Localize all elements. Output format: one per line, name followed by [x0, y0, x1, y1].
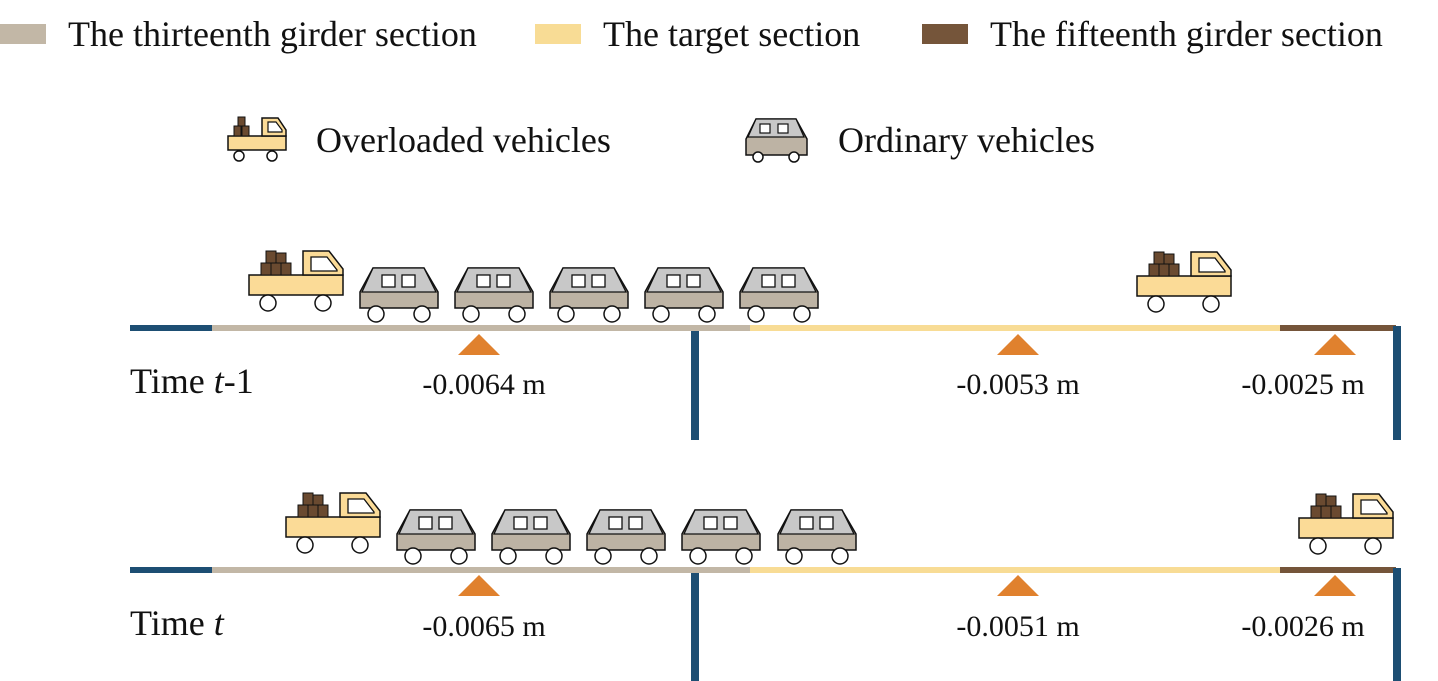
legend-label-thirteenth: The thirteenth girder section: [68, 14, 477, 54]
legend-label-ordinary: Ordinary vehicles: [838, 120, 1095, 160]
deflection-label: -0.0051 m: [956, 610, 1080, 643]
section-legend: The thirteenth girder section The target…: [0, 12, 1438, 56]
legend-item-overloaded-vehicles: Overloaded vehicles: [226, 112, 611, 168]
deflection-label: -0.0025 m: [1241, 368, 1365, 401]
deflection-label: -0.0065 m: [422, 610, 546, 643]
support-marker: [997, 334, 1039, 355]
support-marker: [1314, 334, 1356, 355]
legend-item-ordinary-vehicles: Ordinary vehicles: [744, 112, 1095, 168]
support-marker: [1314, 575, 1356, 596]
ordinary-car: [359, 267, 439, 323]
ordinary-car: [777, 509, 857, 565]
ordinary-car: [491, 509, 571, 565]
scene-time-t: [130, 492, 1401, 681]
legend-swatch-target: [535, 24, 581, 44]
time-suffix: -1: [223, 361, 254, 401]
time-label-t-minus-1: Time t-1: [130, 360, 254, 402]
time-prefix: Time: [130, 361, 214, 401]
legend-label-overloaded: Overloaded vehicles: [316, 120, 611, 160]
car-icon: [745, 118, 808, 163]
deflection-label: -0.0053 m: [956, 368, 1080, 401]
ordinary-car: [739, 267, 819, 323]
ordinary-car: [396, 509, 476, 565]
time-label-t: Time t: [130, 602, 224, 644]
legend-swatch-thirteenth: [0, 24, 46, 44]
deflection-label: -0.0064 m: [422, 368, 546, 401]
time-variable: t: [213, 361, 224, 401]
legend-item-target-section: The target section: [535, 12, 860, 56]
overloaded-truck: [1298, 493, 1394, 555]
ordinary-car: [454, 267, 534, 323]
deflection-label: -0.0026 m: [1241, 610, 1365, 643]
legend-label-fifteenth: The fifteenth girder section: [990, 14, 1383, 54]
ordinary-car: [586, 509, 666, 565]
scene-time-t-minus-1: [130, 250, 1401, 440]
ordinary-car: [549, 267, 629, 323]
time-prefix: Time: [130, 603, 214, 643]
support-marker: [458, 334, 500, 355]
support-marker: [997, 575, 1039, 596]
overloaded-truck: [1136, 251, 1232, 313]
time-variable: t: [213, 603, 224, 643]
overloaded-truck: [285, 492, 381, 554]
ordinary-car: [681, 509, 761, 565]
legend-label-target: The target section: [603, 14, 861, 54]
legend-item-fifteenth-section: The fifteenth girder section: [922, 12, 1383, 56]
legend-swatch-fifteenth: [922, 24, 968, 44]
support-marker: [458, 575, 500, 596]
overloaded-truck: [248, 250, 344, 312]
legend-item-thirteenth-section: The thirteenth girder section: [0, 12, 477, 56]
ordinary-car: [644, 267, 724, 323]
truck-icon: [227, 116, 287, 162]
